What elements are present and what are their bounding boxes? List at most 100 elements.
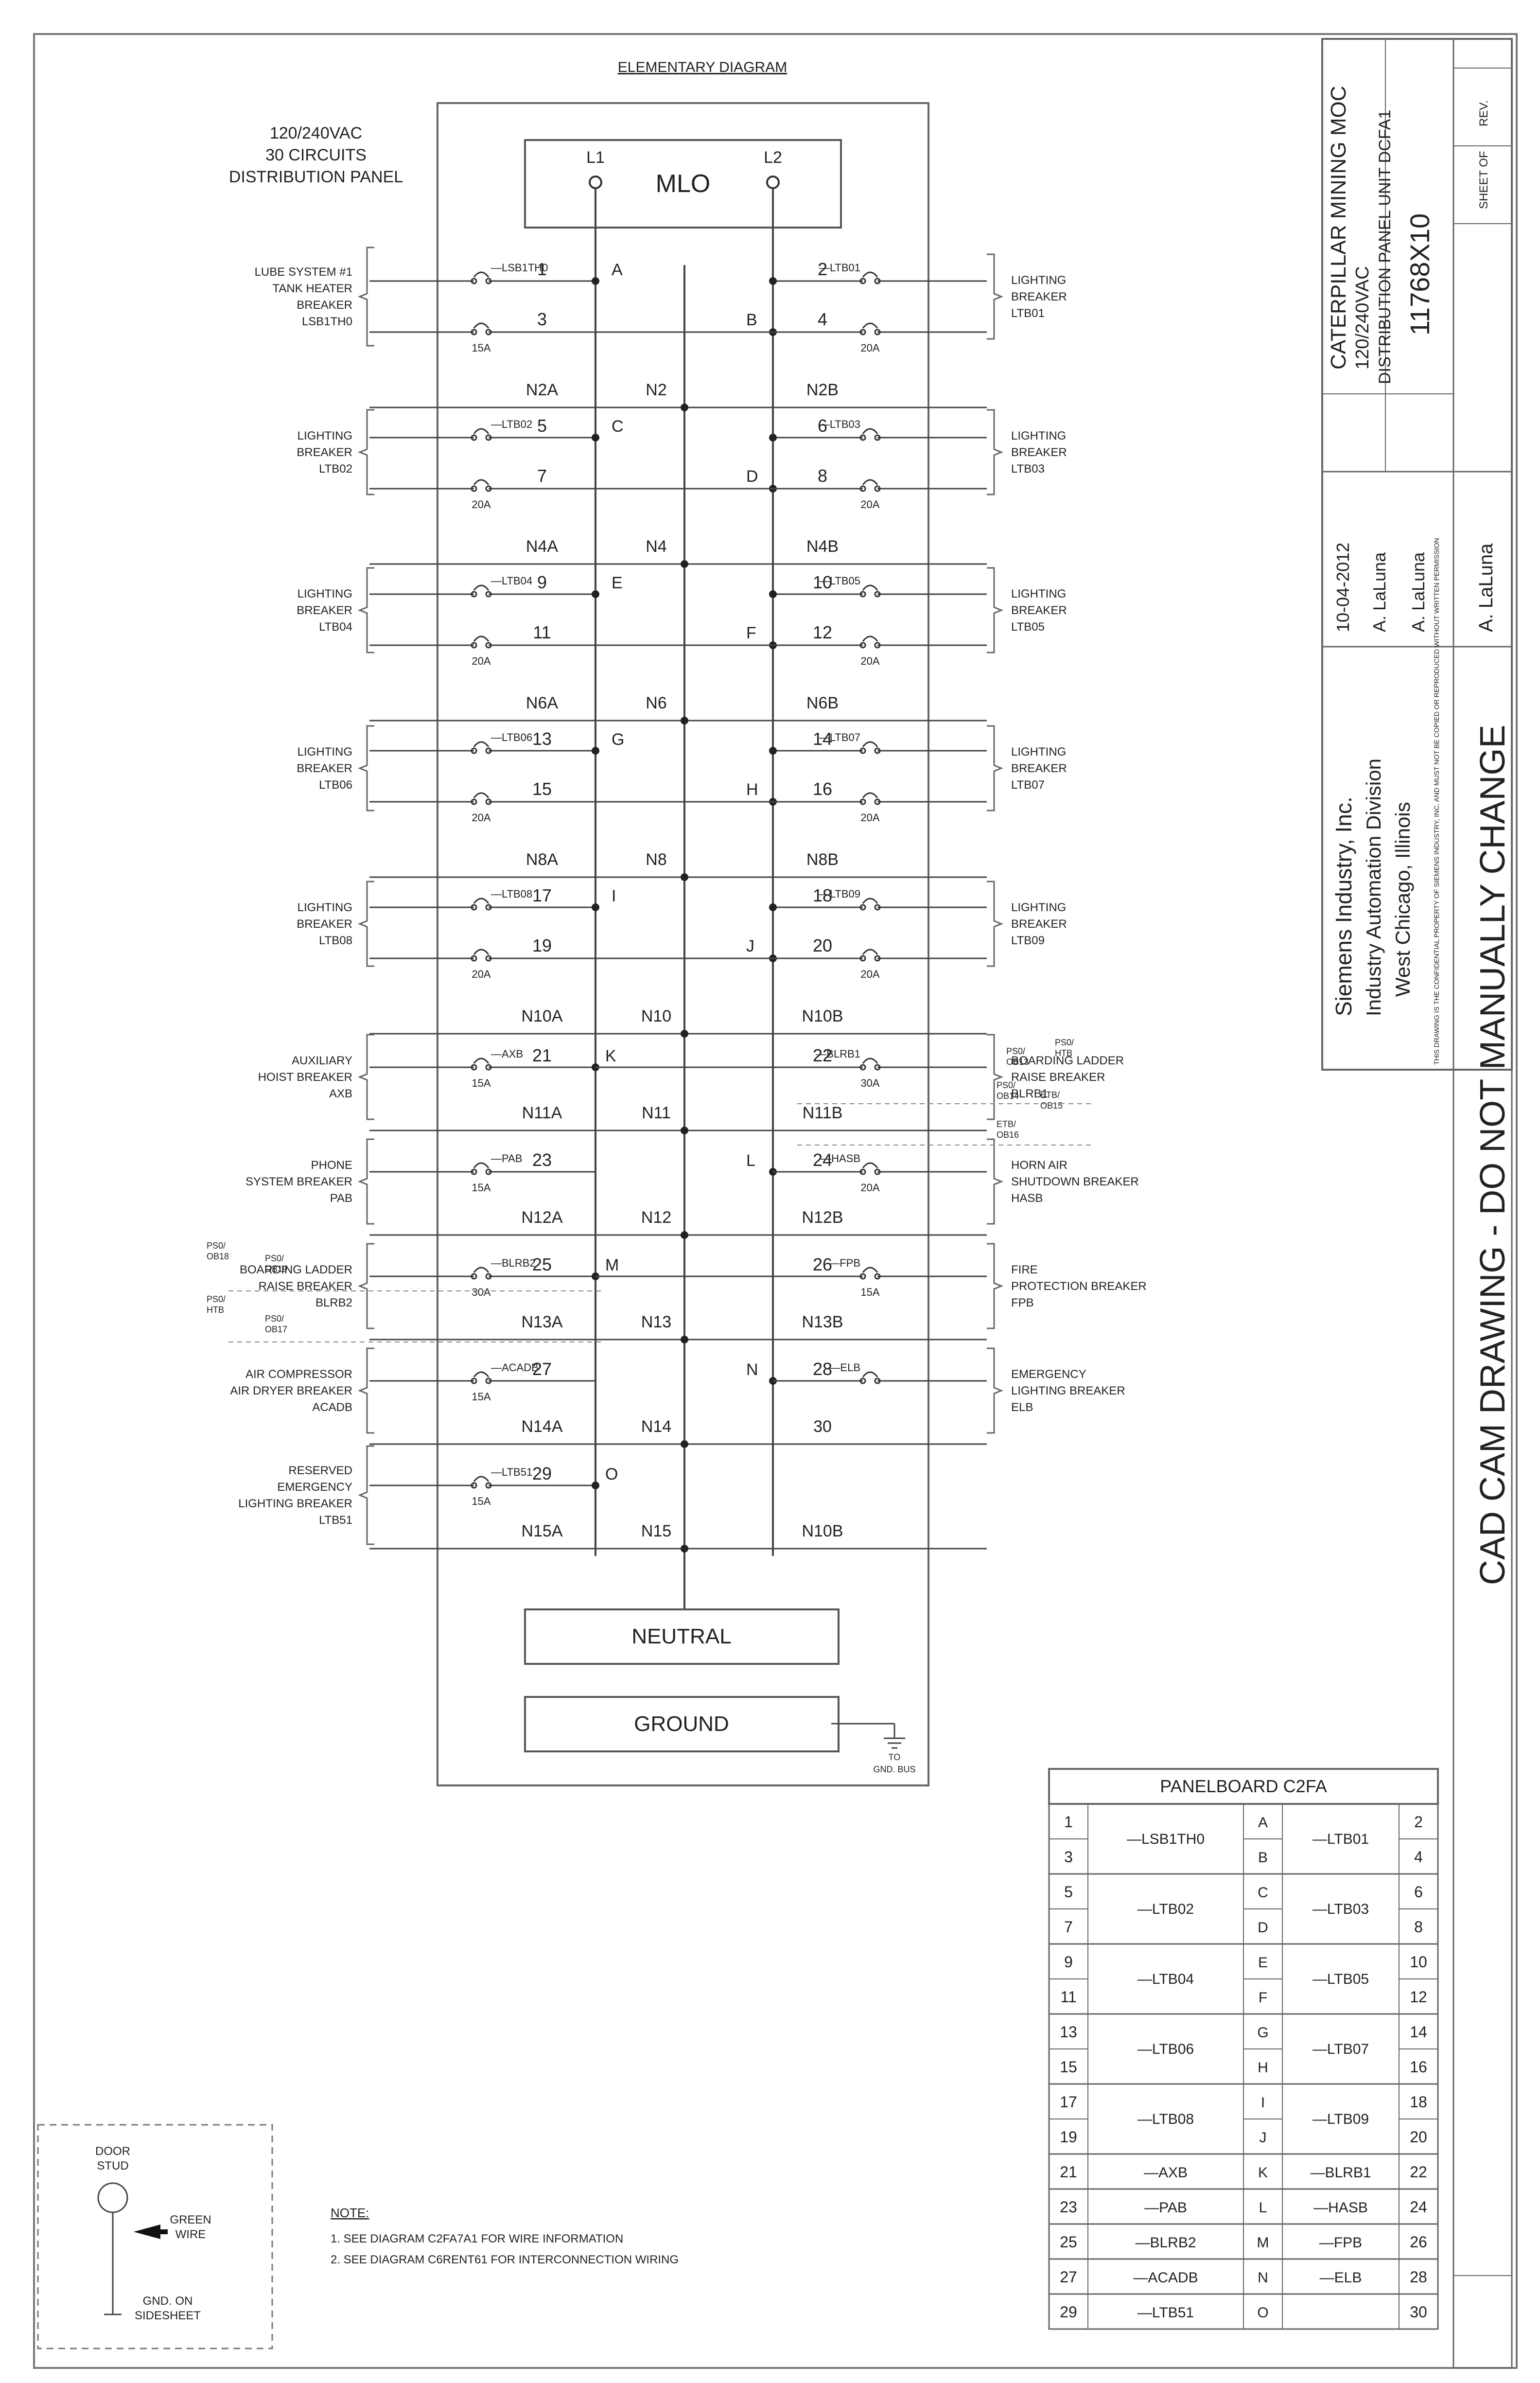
pb-tag-l-4: —LTB08 [1138, 2111, 1194, 2127]
pb-ph-C: C [1258, 1885, 1268, 1901]
cir-8-num: 8 [818, 466, 827, 486]
cir-12-num: 12 [813, 622, 832, 642]
cir-10-num: 10 [813, 572, 832, 592]
left-label-0-1: TANK HEATER [273, 282, 352, 295]
left-label-5-1: HOIST BREAKER [258, 1071, 352, 1084]
cir-17-node [592, 903, 599, 911]
left-label-8-0: AIR COMPRESSOR [245, 1368, 352, 1381]
pb-ln-21: 21 [1060, 2163, 1077, 2181]
cir-5-num: 5 [537, 416, 547, 436]
cir-25-breaker-contact-a [471, 1273, 477, 1280]
cir-29-breaker-tag: —LTB51 [491, 1466, 532, 1478]
cir-17-breaker-contact-b [485, 904, 492, 911]
right-bracket-2 [987, 567, 1004, 653]
cir-1-breaker-tag: —LSB1TH0 [491, 262, 548, 274]
aux-tag-0: PS0/ [1006, 1046, 1025, 1056]
pb-ln-1: 1 [1064, 1813, 1073, 1831]
cir-21-breaker-arc [473, 1058, 490, 1064]
cir-22-num: 22 [813, 1045, 832, 1065]
l2-label: L2 [764, 148, 782, 167]
cir-23-breaker-contact-b [485, 1168, 492, 1175]
left-label-1-1: BREAKER [297, 446, 352, 459]
cir-14-breaker-tag: —LTB07 [819, 731, 860, 743]
panel-desc-line-2: 30 CIRCUITS [265, 146, 367, 164]
diagram-title: ELEMENTARY DIAGRAM [618, 59, 787, 75]
cir-17-breaker-arc [473, 898, 490, 904]
panel-desc-line-3: DISTRIBUTION PANEL [229, 168, 403, 186]
neutral-N13: N13 [641, 1313, 671, 1331]
cir-21-breaker-contact-b [485, 1064, 492, 1071]
cir-1-num: 1 [537, 259, 547, 279]
cir-2-breaker-contact-a [859, 278, 866, 284]
cir-18-num: 18 [813, 885, 832, 905]
tb-date: 10-04-2012 [1333, 543, 1353, 632]
l1-label: L1 [586, 148, 605, 167]
phase-O: O [605, 1465, 618, 1483]
left-label-8-2: ACADB [312, 1401, 352, 1414]
phase-A: A [612, 261, 623, 279]
phase-H: H [746, 780, 758, 799]
left-label-7-0: BOARDING LADDER [240, 1263, 352, 1276]
tb-rev: REV. [1477, 100, 1490, 126]
left-bracket-3 [357, 725, 374, 812]
notes-heading: NOTE: [331, 2206, 369, 2220]
right-label-6-0: HORN AIR [1011, 1159, 1068, 1172]
ground-label: GROUND [634, 1712, 729, 1736]
cir-6-breaker-contact-b [874, 434, 881, 441]
left-bracket-7 [357, 1243, 374, 1329]
pb-rn-22: 22 [1410, 2163, 1427, 2181]
right-label-6-1: SHUTDOWN BREAKER [1011, 1175, 1139, 1188]
cir-17-breaker-tag: —LTB08 [491, 888, 532, 900]
right-bracket-0 [987, 253, 1004, 340]
cir-25-num: 25 [532, 1254, 552, 1274]
cir-24-breaker-contact-b [874, 1168, 881, 1175]
aux-tag-7: OB15 [1040, 1101, 1063, 1111]
neutral-label: NEUTRAL [631, 1624, 731, 1648]
right-bracket-3 [987, 725, 1004, 812]
pb-tag-l-3: —LTB06 [1138, 2041, 1194, 2057]
cir-2-breaker-arc [862, 271, 878, 278]
cir-18-breaker-arc [862, 898, 878, 904]
tb-approved-by: A. LaLuna [1475, 543, 1497, 632]
cir-18-breaker-contact-a [859, 904, 866, 911]
tb-sheet: SHEET OF [1477, 151, 1490, 209]
cir-25-breaker-amp: 30A [472, 1286, 490, 1298]
neutral-N8-node [681, 873, 688, 881]
pb-ph-O: O [1257, 2305, 1268, 2321]
cir-15-breaker-contact-b [485, 798, 492, 805]
cir-15-num: 15 [532, 779, 552, 799]
pb-ph-E: E [1258, 1955, 1268, 1971]
cir-26-breaker-contact-b [874, 1273, 881, 1280]
cir-5-breaker-arc [473, 428, 490, 434]
aux-tag-4: PS0/ [997, 1080, 1015, 1090]
pb-rn-8: 8 [1414, 1918, 1423, 1936]
cir-4-breaker-amp: 20A [860, 342, 879, 354]
cir-27-breaker-contact-a [471, 1377, 477, 1384]
cir-7-breaker-amp: 20A [472, 498, 490, 511]
cir-7-num: 7 [537, 466, 547, 486]
phase-F: F [746, 624, 756, 642]
right-label-6-2: HASB [1011, 1192, 1043, 1205]
phase-E: E [612, 574, 623, 592]
cir-16-breaker-amp: 20A [860, 812, 879, 824]
left-label-6-2: PAB [330, 1192, 352, 1205]
left-label-3-1: BREAKER [297, 762, 352, 775]
aux-tag-17: OB17 [265, 1324, 287, 1334]
pb-ln-19: 19 [1060, 2128, 1077, 2146]
cir-27-breaker-tag: —ACADB [491, 1361, 539, 1374]
pb-ln-9: 9 [1064, 1953, 1073, 1971]
neutral-N6B: N6B [806, 694, 839, 712]
right-label-5-2: BLRB1 [1011, 1087, 1048, 1100]
pb-ln-17: 17 [1060, 2093, 1077, 2111]
left-bracket-1 [357, 409, 374, 495]
neutral-N8B: N8B [806, 850, 839, 869]
pb-ph-D: D [1258, 1920, 1268, 1936]
cir-6-breaker-tag: —LTB03 [819, 418, 860, 430]
right-label-7-0: FIRE [1011, 1263, 1038, 1276]
right-label-0-0: LIGHTING [1011, 274, 1066, 287]
pb-tag-r-4: —LTB09 [1312, 2111, 1369, 2127]
left-label-5-0: AUXILIARY [292, 1054, 352, 1067]
cir-4-breaker-contact-b [874, 329, 881, 335]
phase-K: K [605, 1047, 616, 1065]
cir-8-breaker-contact-b [874, 485, 881, 492]
